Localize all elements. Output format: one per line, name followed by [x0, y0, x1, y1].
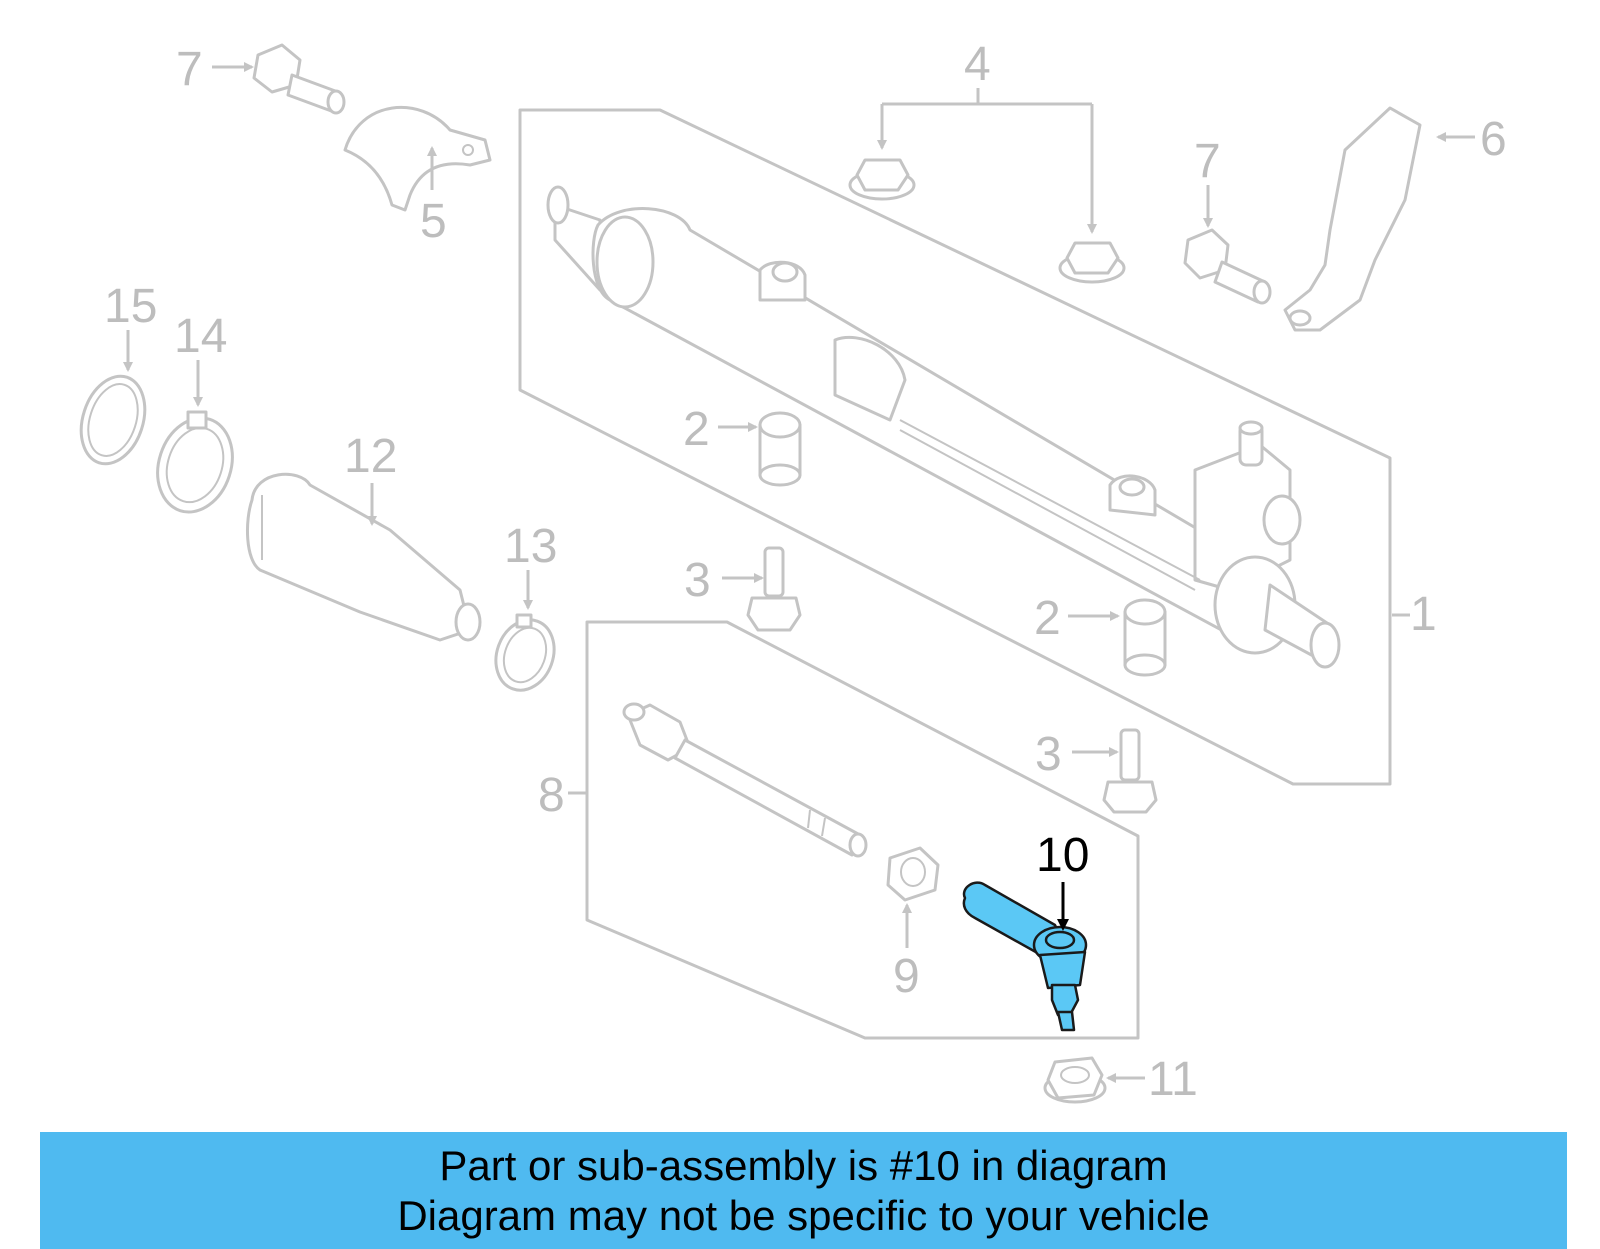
rack-assembly-outline [518, 108, 1392, 786]
bushing-2a [758, 411, 802, 487]
ring-15 [79, 330, 147, 466]
bolt-7b [1183, 185, 1272, 305]
nut-11 [1043, 1056, 1145, 1104]
bushing-2b [1123, 598, 1167, 677]
nut-4a [848, 158, 916, 201]
info-banner: Part or sub-assembly is #10 in diagram D… [40, 1132, 1567, 1249]
boot-12 [246, 472, 482, 642]
callout-3a: 3 [684, 554, 711, 607]
nut-4b [1058, 241, 1126, 284]
callout-3b: 3 [1035, 728, 1062, 781]
bracket-5 [343, 106, 492, 212]
callout-5: 5 [420, 195, 447, 248]
callout-15: 15 [104, 280, 157, 333]
bolt-3b [1102, 728, 1158, 814]
callout-9: 9 [893, 950, 920, 1003]
bolt-3a [746, 546, 802, 632]
callout-1: 1 [1410, 588, 1437, 641]
callout-7a: 7 [176, 43, 203, 96]
arm-6 [1283, 106, 1475, 332]
callout-8: 8 [538, 769, 565, 822]
callout-4: 4 [964, 38, 991, 91]
tie-rod-assembly-outline [585, 620, 1140, 1040]
callout-7b: 7 [1194, 135, 1221, 188]
inner-tie-rod [622, 702, 868, 858]
callout-11: 11 [1148, 1053, 1198, 1106]
callout-2a: 2 [683, 403, 710, 456]
callout-2b: 2 [1034, 592, 1061, 645]
outer-tie-rod-end-10 [962, 881, 1088, 1032]
jam-nut-9 [886, 846, 940, 948]
callout-4-bracket [877, 88, 1097, 234]
steering-rack [546, 185, 1341, 669]
bolt-7a [212, 43, 346, 115]
callout-10: 10 [1036, 829, 1089, 882]
callout-6: 6 [1480, 113, 1507, 166]
clamp-14 [156, 360, 234, 514]
callout-13: 13 [504, 520, 557, 573]
callout-12: 12 [344, 430, 397, 483]
banner-line-2: Diagram may not be specific to your vehi… [397, 1192, 1210, 1239]
clamp-13 [494, 570, 556, 692]
banner-line-1: Part or sub-assembly is #10 in diagram [439, 1142, 1168, 1189]
callout-14: 14 [174, 310, 227, 363]
